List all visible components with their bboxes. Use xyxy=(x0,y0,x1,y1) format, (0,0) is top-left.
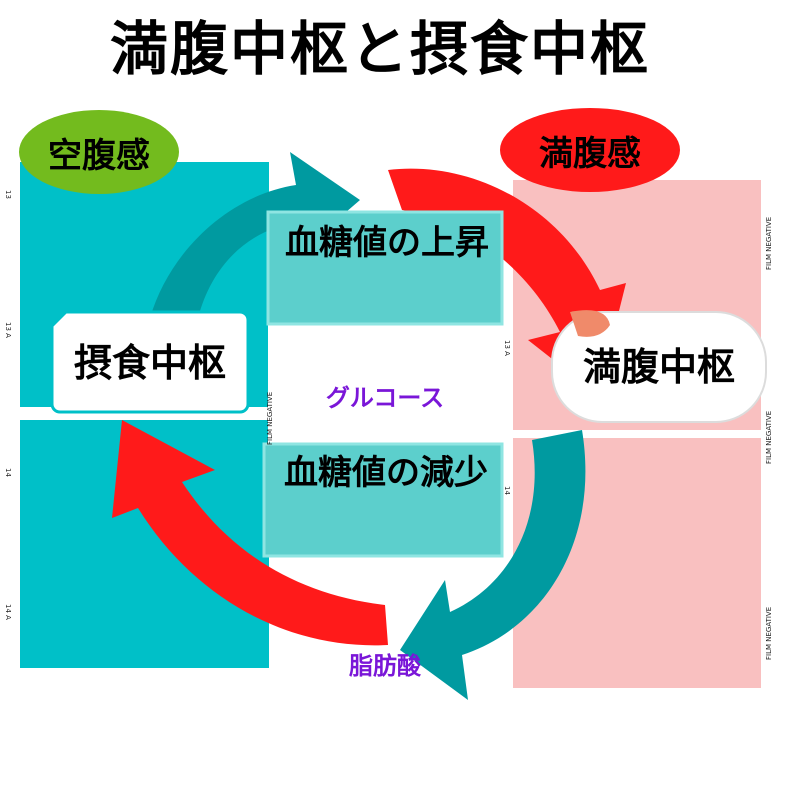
feeding-center-corner xyxy=(52,312,68,328)
satiety-center-box xyxy=(551,311,767,423)
satiety-center-label: 満腹中枢 xyxy=(582,345,735,389)
satiety-center-accent xyxy=(570,310,610,337)
center-area xyxy=(268,320,500,450)
hunger-feeling-label: 空腹感 xyxy=(48,136,150,176)
full-feeling-label: 満腹感 xyxy=(539,134,641,174)
film-mark: 14 A xyxy=(4,604,12,620)
arrow-bottom-left xyxy=(112,420,388,646)
glucose-rise-label: 血糖値の上昇 xyxy=(285,223,489,263)
glucose-label: グルコース xyxy=(325,384,445,412)
film-mark: 14 xyxy=(4,468,12,477)
film-negative-text: FILM NEGATIVE xyxy=(765,217,773,270)
film-mark: 13 A xyxy=(503,340,511,356)
glucose-fall-box xyxy=(262,442,504,558)
glucose-fall-label: 血糖値の減少 xyxy=(284,453,488,493)
full-pill xyxy=(500,108,680,192)
glucose-rise-box xyxy=(266,210,504,326)
film-marks-left: 13 13 A 14 14 A xyxy=(4,190,12,620)
arrow-top-left xyxy=(150,152,360,318)
film-negative-text: FILM NEGATIVE xyxy=(266,392,274,445)
film-mark: 13 xyxy=(4,190,12,199)
feeding-center-box xyxy=(50,310,250,414)
film-marks-right: FILM NEGATIVE FILM NEGATIVE FILM NEGATIV… xyxy=(765,217,773,660)
film-negative-text: FILM NEGATIVE xyxy=(765,411,773,464)
film-negative-text: FILM NEGATIVE xyxy=(765,607,773,660)
film-marks-mid: FILM NEGATIVE 13 A 14 xyxy=(266,340,511,495)
hunger-pill xyxy=(19,110,179,194)
page-title: 満腹中枢と摂食中枢 xyxy=(109,15,650,83)
fatty-acid-label: 脂肪酸 xyxy=(349,652,421,680)
feeding-center-label: 摂食中枢 xyxy=(73,341,226,385)
film-mark: 14 xyxy=(503,486,511,495)
film-mark: 13 A xyxy=(4,322,12,338)
arrow-bottom-right xyxy=(400,430,586,700)
